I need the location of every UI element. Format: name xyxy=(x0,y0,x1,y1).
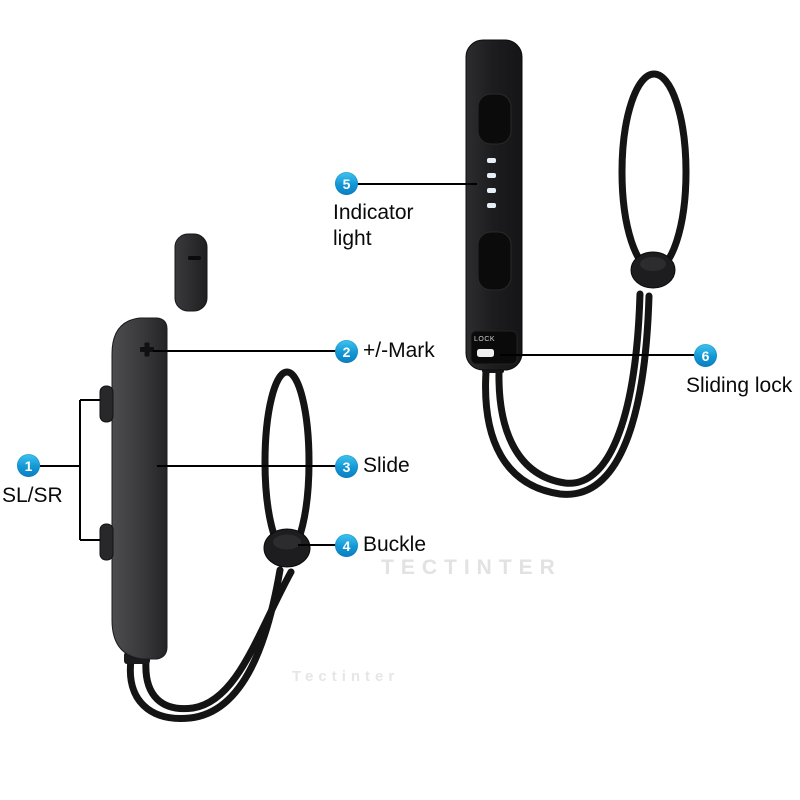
indicator-lights xyxy=(487,158,496,208)
buckle-right xyxy=(630,251,676,289)
callout-label-slsr: SL/SR xyxy=(2,484,63,507)
callout-label-buckle: Buckle xyxy=(363,533,427,556)
strap-cap-piece xyxy=(174,233,208,312)
sr-button xyxy=(99,523,114,561)
lock-print-text: LOCK xyxy=(474,336,496,343)
plus-mark xyxy=(140,342,154,357)
callout-badge-1: 1 xyxy=(17,454,40,477)
joycon-strap-back-view xyxy=(465,39,523,373)
lower-button xyxy=(477,231,512,291)
callout-badge-2: 2 xyxy=(335,340,358,363)
watermark-2: Tectinter xyxy=(292,668,400,685)
watermark-1: TECTINTER xyxy=(381,556,562,579)
callout-label-indicator-light: Indicator light xyxy=(333,201,414,251)
callout-label-plus-minus-mark: +/-Mark xyxy=(363,339,435,362)
lock-slider xyxy=(477,349,494,357)
sl-button xyxy=(99,385,114,423)
callout-label-sliding-lock: Sliding lock xyxy=(686,374,793,397)
callout-label-slide: Slide xyxy=(363,454,410,477)
callout-badge-6: 6 xyxy=(694,344,717,367)
callout-badge-4: 4 xyxy=(335,534,358,557)
top-button xyxy=(477,93,512,145)
minus-mark xyxy=(188,256,201,260)
callout-line-1 xyxy=(40,399,100,541)
callout-badge-3: 3 xyxy=(335,455,358,478)
callout-badge-5: 5 xyxy=(335,172,358,195)
joycon-strap-side-view xyxy=(99,317,168,664)
buckle-left xyxy=(263,528,311,568)
